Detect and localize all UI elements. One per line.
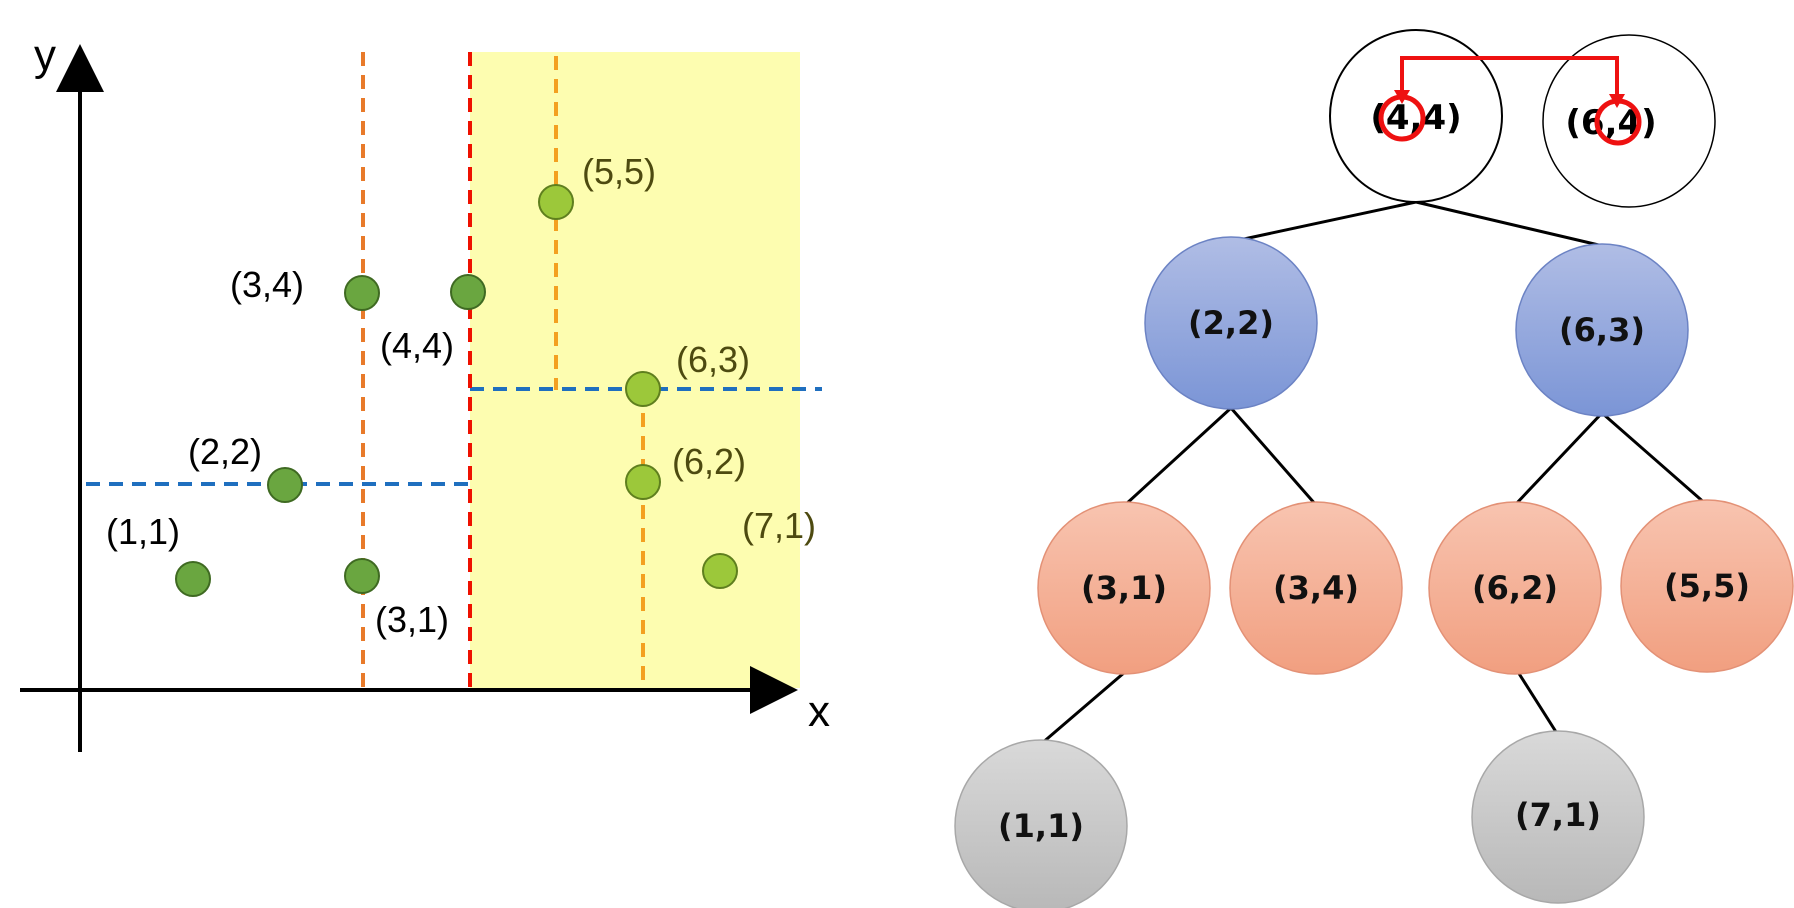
tree-node-5-5: [1620, 499, 1794, 673]
right-region-highlight: [470, 52, 800, 688]
plot-label-2-2: (2,2): [188, 431, 262, 472]
tree-node-1-1-label: (1,1): [998, 807, 1084, 845]
tree-node-2-2: [1144, 236, 1318, 410]
plot-label-1-1: (1,1): [106, 511, 180, 552]
tree-node-3-4-label: (3,4): [1273, 569, 1359, 607]
plot-label-4-4: (4,4): [380, 325, 454, 366]
tree-edge: [1513, 411, 1604, 507]
tree-node-6-2-label: (6,2): [1472, 569, 1558, 607]
tree-node-7-1-label: (7,1): [1515, 796, 1601, 834]
tree-node-6-2: [1428, 501, 1602, 675]
swap-arrow: [1400, 56, 1619, 96]
x-axis-label: x: [808, 687, 830, 736]
tree-node-3-1: [1037, 501, 1211, 675]
highlight-ring-4: [1378, 94, 1426, 142]
tree-edge: [1229, 200, 1417, 244]
plot-point-3-4: [344, 275, 380, 311]
kd-plot: y x (1,1) (2,2) (3,1) (3,4) (4,4) (5,5) …: [20, 31, 830, 752]
plot-point-4-4: [450, 274, 486, 310]
plot-point-3-1: [344, 558, 380, 594]
root-node-6-4: [1542, 34, 1716, 208]
tree-node-1-1: [954, 739, 1128, 908]
tree-node-3-1-label: (3,1): [1081, 569, 1167, 607]
plot-point-6-3: [625, 371, 661, 407]
tree-edge: [1415, 200, 1604, 248]
tree-edge: [1123, 406, 1233, 507]
root-node-4-4: [1329, 29, 1503, 203]
plot-point-7-1: [702, 553, 738, 589]
plot-label-6-3: (6,3): [676, 339, 750, 380]
tree-edge: [1229, 407, 1318, 506]
highlight-ring-6: [1594, 98, 1642, 146]
tree-node-2-2-label: (2,2): [1188, 304, 1274, 342]
tree-node-6-3: [1515, 243, 1689, 417]
plot-label-7-1: (7,1): [742, 505, 816, 546]
tree-node-5-5-label: (5,5): [1664, 567, 1750, 605]
root-node-6-4-label: (6,4): [1565, 103, 1656, 143]
tree-edge: [1601, 411, 1708, 507]
plot-label-3-1: (3,1): [375, 599, 449, 640]
tree-edge: [1040, 670, 1126, 746]
plot-point-2-2: [267, 467, 303, 503]
tree-node-3-4: [1229, 501, 1403, 675]
tree-node-6-3-label: (6,3): [1559, 311, 1645, 349]
plot-label-6-2: (6,2): [672, 441, 746, 482]
plot-point-6-2: [625, 464, 661, 500]
plot-label-5-5: (5,5): [582, 151, 656, 192]
y-axis-label: y: [34, 31, 56, 80]
plot-point-1-1: [175, 561, 211, 597]
tree-node-7-1: [1471, 730, 1645, 904]
tree-edge: [1516, 671, 1560, 736]
kd-tree: (4,4) (6,4) (2,2) (6,3) (3,1) (3,4) (6,2…: [954, 29, 1794, 908]
plot-point-5-5: [538, 184, 574, 220]
plot-label-3-4: (3,4): [230, 264, 304, 305]
